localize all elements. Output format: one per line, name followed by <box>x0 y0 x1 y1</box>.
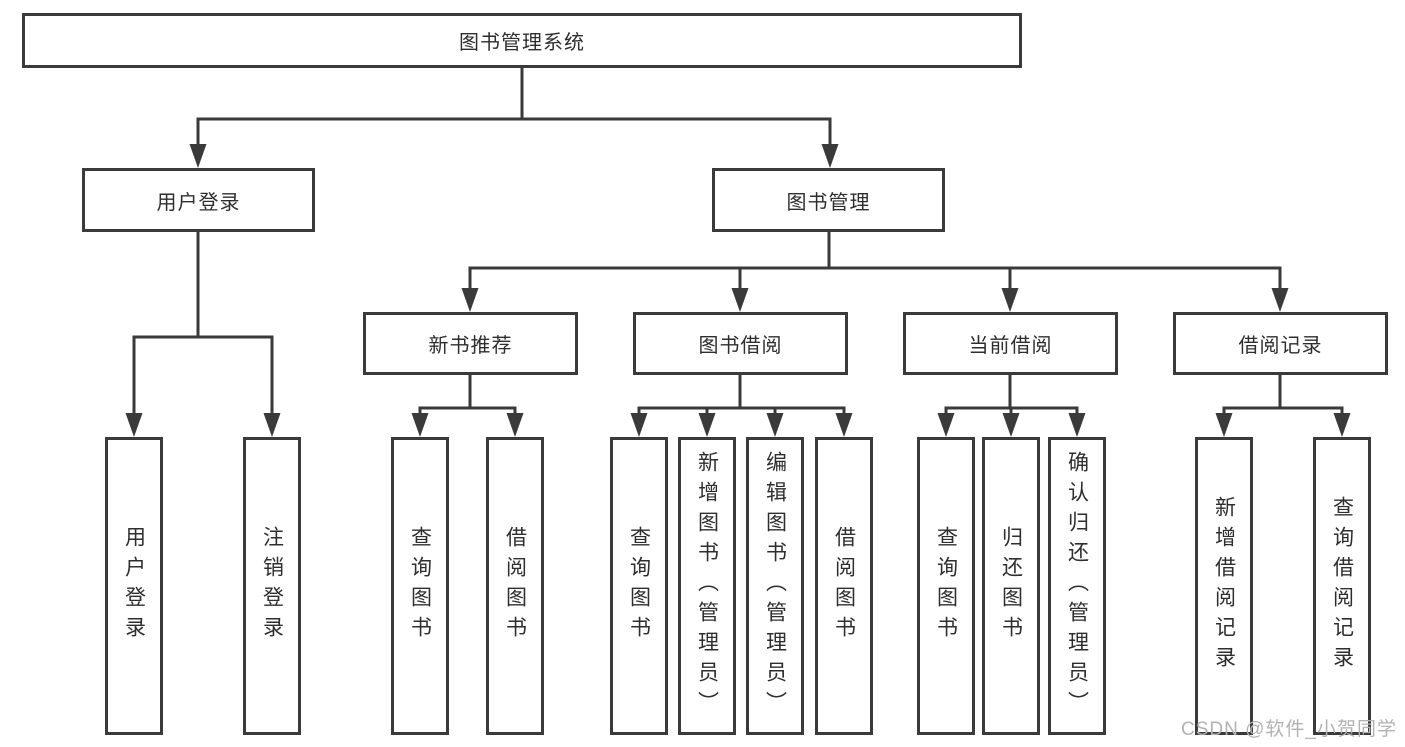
node-borrow-records: 借阅记录 <box>1173 312 1388 375</box>
leaf-bb-add-book-admin-label: 新增图书（管理员） <box>695 451 719 721</box>
node-book-borrow-label: 图书借阅 <box>698 335 783 357</box>
leaf-cb-query-book-label: 查询图书 <box>934 526 958 646</box>
node-book-management-label: 图书管理 <box>786 191 871 214</box>
leaf-br-query-record: 查询借阅记录 <box>1313 437 1371 735</box>
connector-user-login-children <box>125 232 281 437</box>
node-root-label: 图书管理系统 <box>459 32 585 54</box>
node-new-book-recommend: 新书推荐 <box>363 312 578 375</box>
leaf-nb-borrow-book: 借阅图书 <box>486 437 544 735</box>
leaf-nb-query-book: 查询图书 <box>391 437 449 735</box>
leaf-bb-borrow-book: 借阅图书 <box>815 437 873 735</box>
leaf-bb-borrow-book-label: 借阅图书 <box>832 526 856 646</box>
connector-book-management-sections <box>461 232 1289 312</box>
node-new-book-recommend-label: 新书推荐 <box>428 335 513 357</box>
node-user-login-label: 用户登录 <box>156 191 241 214</box>
node-book-management: 图书管理 <box>712 168 945 232</box>
leaf-logout: 注销登录 <box>243 437 301 735</box>
leaf-cb-confirm-return-admin: 确认归还（管理员） <box>1048 437 1106 735</box>
connector-current-borrow-children <box>937 375 1086 437</box>
watermark-text: CSDN @软件_小贺同学 <box>1181 719 1397 740</box>
leaf-cb-confirm-return-admin-label: 确认归还（管理员） <box>1065 451 1089 721</box>
leaf-bb-edit-book-admin: 编辑图书（管理员） <box>746 437 804 735</box>
connector-borrow-records-children <box>1215 375 1351 437</box>
leaf-bb-add-book-admin: 新增图书（管理员） <box>678 437 736 735</box>
leaf-user-login: 用户登录 <box>105 437 163 735</box>
connector-new-book-recommend-children <box>411 375 524 437</box>
leaf-nb-query-book-label: 查询图书 <box>408 526 432 646</box>
node-book-borrow: 图书借阅 <box>633 312 848 375</box>
node-current-borrow: 当前借阅 <box>903 312 1118 375</box>
leaf-cb-query-book: 查询图书 <box>917 437 975 735</box>
node-current-borrow-label: 当前借阅 <box>968 335 1053 357</box>
leaf-cb-return-book: 归还图书 <box>982 437 1040 735</box>
leaf-user-login-label: 用户登录 <box>122 526 146 646</box>
leaf-br-add-record: 新增借阅记录 <box>1195 437 1253 735</box>
leaf-bb-edit-book-admin-label: 编辑图书（管理员） <box>763 451 787 721</box>
leaf-br-add-record-label: 新增借阅记录 <box>1212 496 1236 676</box>
node-borrow-records-label: 借阅记录 <box>1238 335 1323 357</box>
leaf-logout-label: 注销登录 <box>260 526 284 646</box>
node-user-login: 用户登录 <box>82 168 315 232</box>
leaf-bb-query-book: 查询图书 <box>610 437 668 735</box>
leaf-nb-borrow-book-label: 借阅图书 <box>503 526 527 646</box>
leaf-cb-return-book-label: 归还图书 <box>999 526 1023 646</box>
leaf-br-query-record-label: 查询借阅记录 <box>1330 496 1354 676</box>
leaf-bb-query-book-label: 查询图书 <box>627 526 651 646</box>
connector-book-borrow-children <box>630 375 853 437</box>
connector-root-to-level1 <box>189 68 839 168</box>
node-root: 图书管理系统 <box>22 13 1022 68</box>
